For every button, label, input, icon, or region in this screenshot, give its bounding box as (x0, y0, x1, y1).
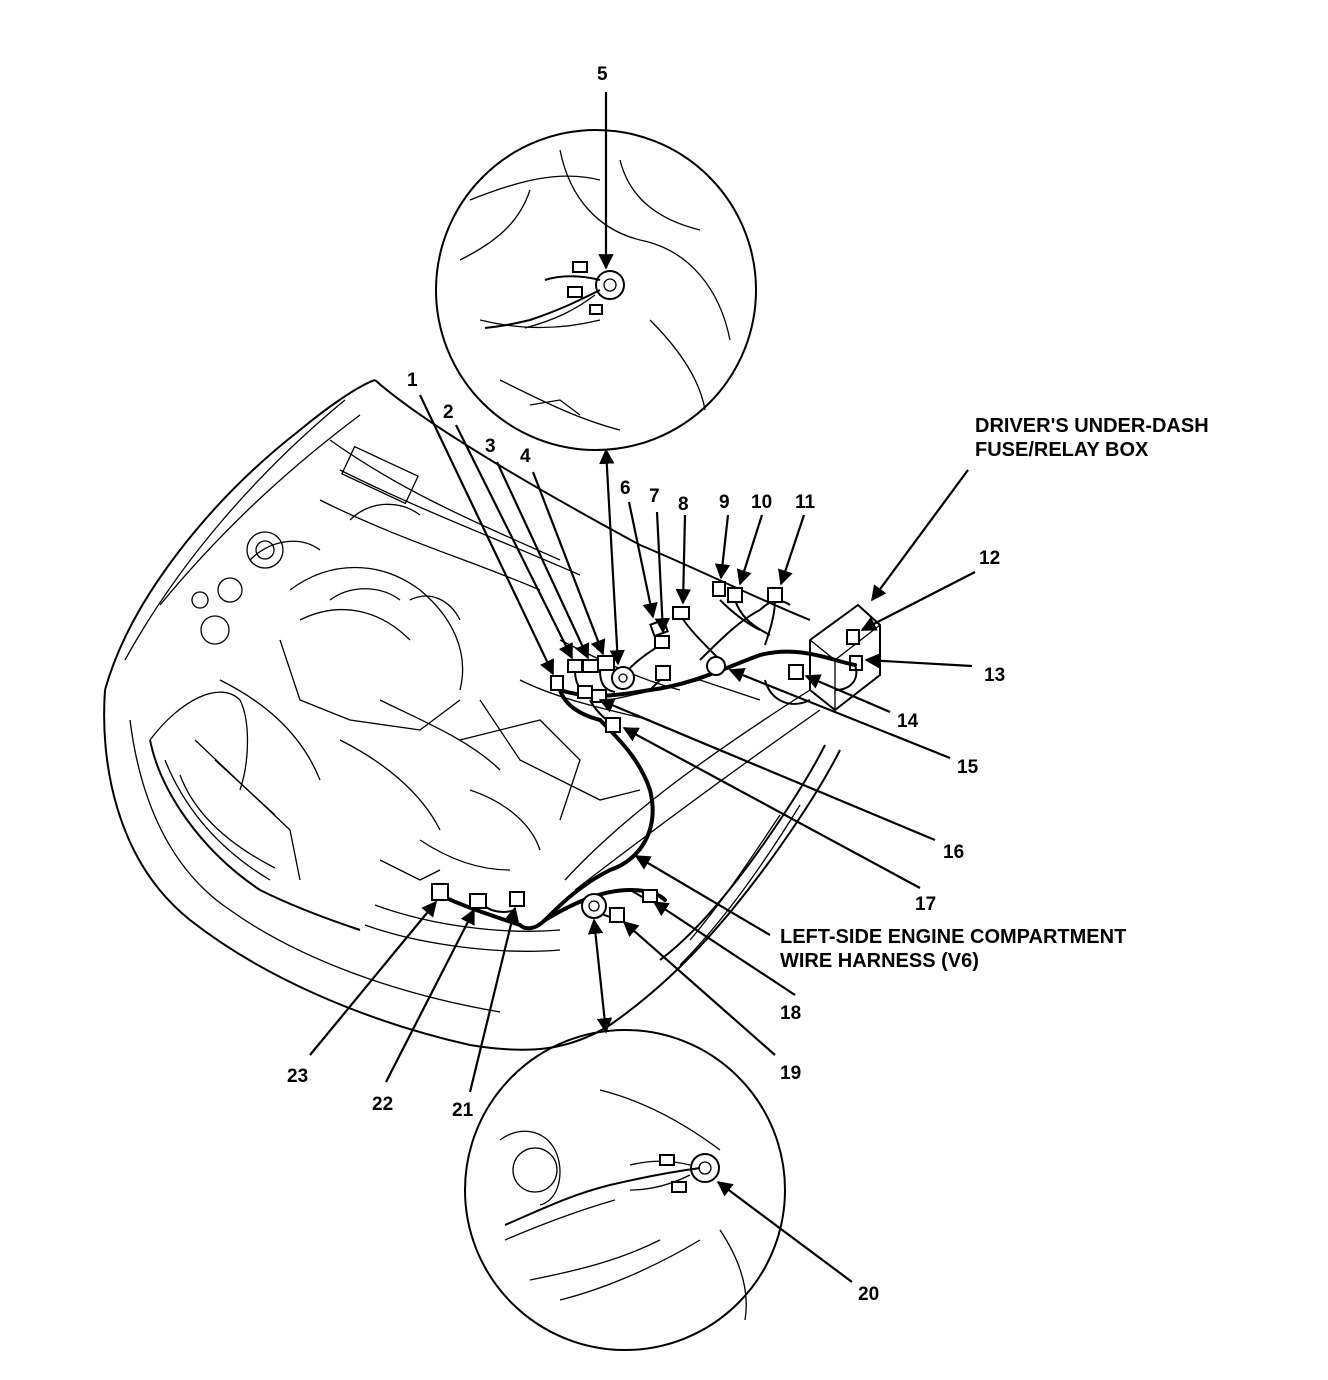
callout-22: 22 (372, 1094, 393, 1115)
callout-3: 3 (485, 436, 496, 457)
leader-2 (455, 424, 573, 660)
wire-harness (431, 581, 858, 931)
leader-9 (714, 514, 731, 580)
leader-20-link (587, 918, 613, 1034)
leader-5-link (599, 448, 625, 666)
connector-23 (431, 883, 449, 901)
leader-12 (860, 571, 976, 631)
callout-12: 12 (979, 548, 1000, 569)
connector-16b (605, 717, 621, 733)
leader-23 (309, 900, 437, 1056)
callout-6: 6 (620, 478, 631, 499)
leader-14 (804, 674, 891, 714)
leader-harness (634, 855, 771, 936)
callout-13: 13 (984, 665, 1005, 686)
leader-7 (654, 511, 670, 634)
leader-11 (778, 514, 806, 586)
leader-15 (728, 667, 951, 760)
callout-16: 16 (943, 842, 964, 863)
detail-circle-top (435, 129, 757, 451)
connector-21 (509, 891, 525, 907)
fuse-box-label-line1: DRIVER'S UNDER-DASH (975, 415, 1209, 437)
callout-2: 2 (443, 402, 454, 423)
leader-13 (864, 653, 973, 669)
callout-15: 15 (957, 757, 979, 778)
leader-6 (627, 501, 658, 619)
callout-20: 20 (858, 1284, 879, 1305)
connector-a (655, 665, 671, 681)
leader-17 (622, 727, 921, 889)
callout-21: 21 (452, 1100, 474, 1121)
grommet-5 (611, 666, 635, 690)
leader-22 (385, 908, 475, 1083)
connector-14 (788, 664, 804, 680)
grommet-20 (581, 893, 607, 919)
callout-7: 7 (649, 486, 660, 507)
connector-11 (767, 587, 783, 603)
connector-19 (609, 907, 625, 923)
leader-8 (675, 514, 692, 605)
callout-4: 4 (520, 446, 531, 467)
connector-15-grommet (706, 656, 726, 676)
connector-6 (649, 618, 669, 638)
callout-18: 18 (780, 1003, 801, 1024)
fuse-box-label-line2: FUSE/RELAY BOX (975, 439, 1149, 461)
connector-3 (582, 659, 600, 673)
detail-circle-bottom (464, 1029, 786, 1351)
car-body (103, 379, 841, 1051)
leader-1 (419, 394, 554, 676)
leader-fuse-box (871, 469, 969, 602)
callout-17: 17 (915, 894, 936, 915)
connector-16 (591, 689, 607, 703)
callout-1: 1 (407, 370, 418, 391)
connector-10 (727, 587, 743, 603)
connector-1 (550, 675, 564, 691)
captions: DRIVER'S UNDER-DASH FUSE/RELAY BOX LEFT-… (780, 415, 1209, 972)
connector-2 (567, 659, 583, 673)
connector-17 (577, 685, 593, 699)
callout-19: 19 (780, 1063, 801, 1084)
callout-8: 8 (678, 494, 689, 515)
harness-label-line2: WIRE HARNESS (V6) (780, 950, 979, 972)
connector-4 (597, 655, 615, 671)
connector-8 (672, 606, 690, 620)
leader-lines (309, 92, 976, 1283)
leader-21 (468, 906, 520, 1093)
leader-16 (598, 698, 936, 842)
callout-11: 11 (795, 492, 816, 513)
harness-label-line1: LEFT-SIDE ENGINE COMPARTMENT (780, 926, 1126, 948)
leader-3 (496, 461, 590, 660)
callout-14: 14 (897, 711, 919, 732)
connector-7 (654, 635, 670, 649)
leader-19 (622, 920, 776, 1056)
connector-18 (642, 889, 658, 903)
callout-23: 23 (287, 1066, 308, 1087)
callout-5: 5 (597, 64, 608, 85)
callout-9: 9 (719, 492, 730, 513)
leader-4 (531, 471, 606, 656)
leader-20 (716, 1181, 853, 1283)
callout-10: 10 (751, 492, 772, 513)
connector-22 (469, 893, 487, 909)
leader-10 (736, 514, 764, 586)
callout-numbers: 1 2 3 4 5 6 7 8 9 10 11 12 13 14 15 16 1… (287, 64, 1005, 1305)
connector-9 (712, 581, 726, 597)
leader-18 (652, 901, 796, 996)
